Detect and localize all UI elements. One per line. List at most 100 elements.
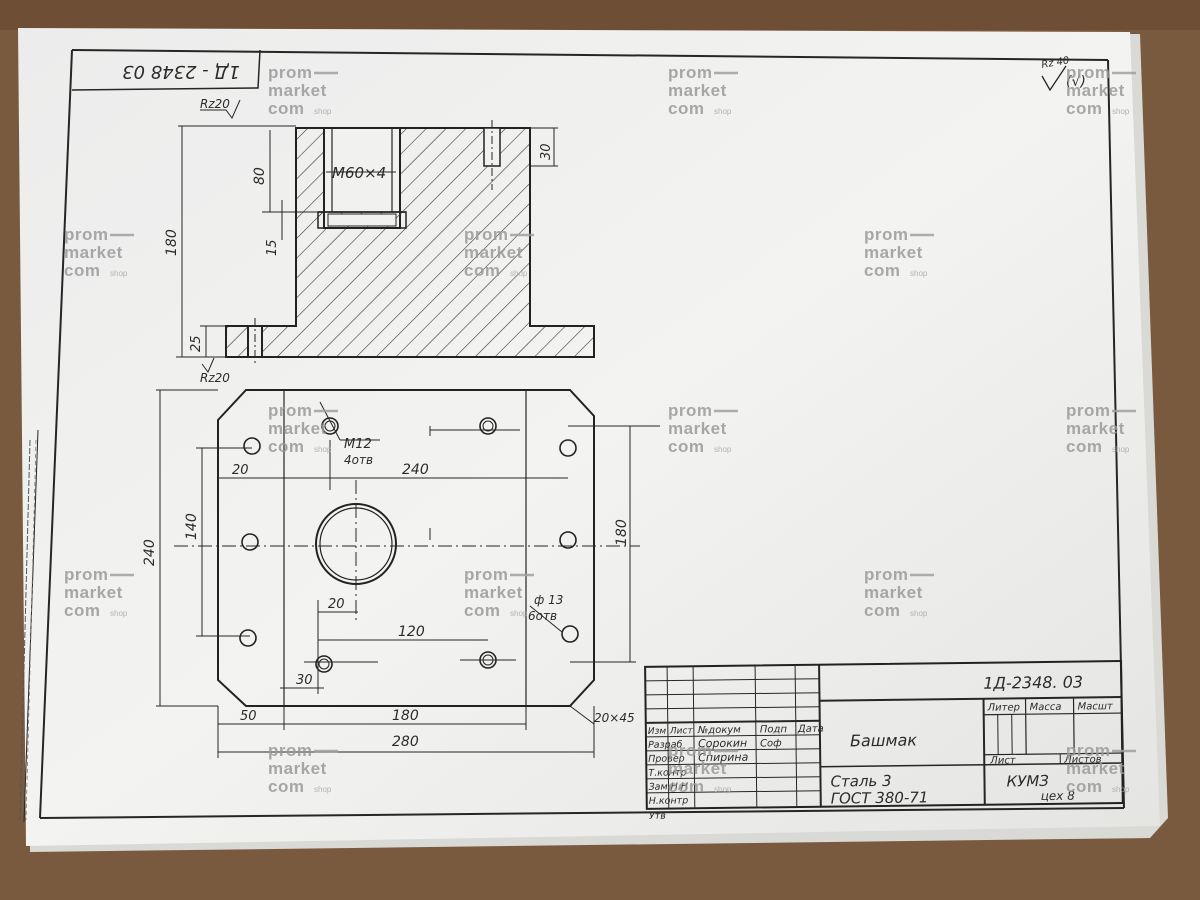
watermark-suffix: shop bbox=[510, 269, 528, 278]
tb-row-tkontr: Т.контр bbox=[648, 767, 686, 778]
d13-count: 6отв bbox=[528, 609, 557, 623]
dim-height-240: 240 bbox=[142, 539, 158, 566]
watermark-suffix: shop bbox=[1112, 785, 1130, 794]
m12-label: М12 bbox=[344, 437, 372, 452]
tb-sheet: Лист bbox=[989, 755, 1017, 766]
watermark-word: com bbox=[668, 99, 704, 118]
central-bore bbox=[315, 503, 397, 585]
watermark-word: prom bbox=[668, 63, 713, 82]
tb-signature: Соф bbox=[760, 738, 782, 749]
watermark-suffix: shop bbox=[110, 269, 128, 278]
watermark-word: prom bbox=[864, 225, 909, 244]
dim-section-25: 25 bbox=[189, 335, 204, 352]
roughness-bottom: Rz20 bbox=[200, 371, 230, 385]
doc-number-top: 1Д - 2348 03 bbox=[122, 61, 240, 82]
watermark-word: market bbox=[864, 243, 923, 262]
m12-count: 4отв bbox=[344, 453, 373, 467]
thread-label: М60×4 bbox=[332, 164, 386, 182]
watermark-word: com bbox=[268, 99, 304, 118]
watermark-word: prom bbox=[1066, 63, 1111, 82]
tb-scale: Масшт bbox=[1078, 701, 1115, 712]
watermark-word: prom bbox=[268, 401, 313, 420]
tb-row-utv: Утв bbox=[649, 811, 666, 822]
tb-header-izm: Изм bbox=[648, 727, 667, 737]
watermark-word: market bbox=[1066, 759, 1125, 778]
watermark-word: market bbox=[268, 81, 327, 100]
hole bbox=[559, 439, 577, 457]
tb-name-razrab: Сорокин bbox=[698, 737, 747, 751]
dim-width-280: 280 bbox=[392, 734, 419, 750]
watermark-suffix: shop bbox=[714, 445, 732, 454]
watermark-word: prom bbox=[464, 565, 509, 584]
dim-right-180: 180 bbox=[614, 519, 630, 546]
watermark-word: market bbox=[864, 583, 923, 602]
watermark-suffix: shop bbox=[1112, 107, 1130, 116]
watermark-word: market bbox=[464, 243, 523, 262]
dim-chamfer: 20×45 bbox=[594, 711, 635, 725]
watermark-word: com bbox=[668, 777, 704, 796]
watermark-word: market bbox=[64, 583, 123, 602]
doc-number-box: 1Д - 2348 03 bbox=[71, 49, 261, 91]
watermark-word: prom bbox=[864, 565, 909, 584]
watermark-word: com bbox=[1066, 437, 1102, 456]
tb-header-date: Дата bbox=[797, 724, 824, 735]
watermark-suffix: shop bbox=[714, 785, 732, 794]
plate-outline bbox=[217, 389, 595, 707]
watermark-word: prom bbox=[668, 401, 713, 420]
watermark-word: market bbox=[668, 81, 727, 100]
dim-bottom-20: 20 bbox=[328, 597, 345, 612]
corner-roughness-paren: (√) bbox=[1066, 74, 1086, 90]
watermark-word: com bbox=[1066, 99, 1102, 118]
watermark-word: prom bbox=[464, 225, 509, 244]
dim-width-50: 50 bbox=[240, 709, 257, 724]
dim-section-80: 80 bbox=[252, 167, 268, 185]
watermark-suffix: shop bbox=[314, 445, 332, 454]
watermark-suffix: shop bbox=[110, 609, 128, 618]
watermark-word: market bbox=[668, 759, 727, 778]
hole bbox=[239, 629, 257, 647]
watermark-suffix: shop bbox=[910, 269, 928, 278]
watermark-suffix: shop bbox=[314, 107, 332, 116]
watermark-word: com bbox=[464, 601, 500, 620]
d13-label: ф 13 bbox=[534, 593, 563, 607]
watermark-word: prom bbox=[64, 565, 109, 584]
dim-width-180: 180 bbox=[392, 708, 419, 724]
watermark-word: market bbox=[464, 583, 523, 602]
watermark-word: prom bbox=[268, 63, 313, 82]
workshop: цех 8 bbox=[1041, 789, 1076, 803]
doc-number-stamp: 1Д-2348. 03 bbox=[983, 673, 1083, 693]
corner-roughness-value: Rz 40 bbox=[1041, 55, 1071, 71]
dim-top-20: 20 bbox=[232, 463, 249, 478]
hole bbox=[561, 625, 579, 643]
hole bbox=[241, 533, 259, 551]
paper-sheet bbox=[18, 28, 1160, 846]
watermark-word: prom bbox=[1066, 741, 1111, 760]
dim-bottom-30: 30 bbox=[296, 673, 313, 688]
material-line1: Сталь 3 bbox=[830, 772, 891, 791]
watermark-suffix: shop bbox=[314, 785, 332, 794]
watermark-word: com bbox=[1066, 777, 1102, 796]
watermark-word: com bbox=[268, 437, 304, 456]
hole bbox=[479, 417, 497, 435]
tb-name-prover: Спирина bbox=[698, 751, 748, 765]
tb-mass: Масса bbox=[1030, 702, 1062, 713]
tb-row-razrab: Разраб bbox=[648, 739, 683, 750]
tb-row-prover: Провер bbox=[648, 753, 685, 764]
watermark-word: market bbox=[1066, 81, 1125, 100]
hole bbox=[315, 655, 333, 673]
watermark-word: market bbox=[64, 243, 123, 262]
company-name: КУМЗ bbox=[1006, 772, 1049, 791]
watermark-word: market bbox=[668, 419, 727, 438]
dim-bottom-120: 120 bbox=[398, 624, 425, 640]
